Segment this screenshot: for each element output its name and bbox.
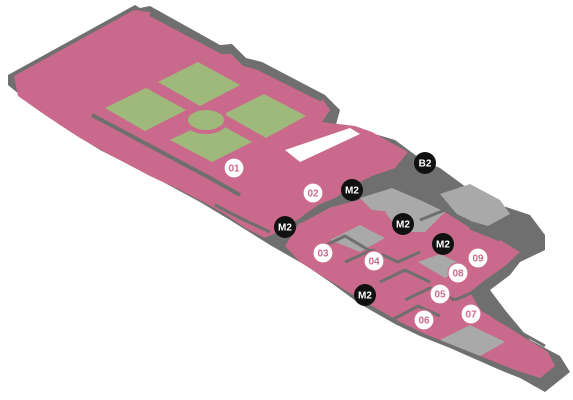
garden-top <box>158 62 240 106</box>
room-marker-05[interactable]: 05 <box>429 283 451 305</box>
plaza-inner-wall-mid <box>214 203 271 234</box>
room-marker-label: 06 <box>418 316 430 327</box>
room-marker-02[interactable]: 02 <box>302 182 324 204</box>
garden-left <box>105 88 186 131</box>
white-walkway <box>285 128 360 162</box>
room-marker-04[interactable]: 04 <box>363 250 385 272</box>
service-marker-label: M2 <box>396 220 410 231</box>
room-marker-09[interactable]: 09 <box>467 247 489 269</box>
plaza-inner-wall-top <box>149 12 323 102</box>
room-marker-label: 09 <box>472 254 484 265</box>
service-marker-label: B2 <box>419 159 432 170</box>
room-marker-label: 07 <box>465 310 477 321</box>
room-marker-08[interactable]: 08 <box>447 262 469 284</box>
garden-right <box>224 94 306 138</box>
service-marker-label: M2 <box>278 223 292 234</box>
grey-room-c <box>440 184 510 226</box>
service-marker-m2[interactable]: M2 <box>274 216 296 238</box>
plaza-inner-wall-left <box>91 113 241 197</box>
garden-bottom <box>170 120 252 162</box>
garden <box>105 62 306 162</box>
room-marker-label: 03 <box>317 249 329 260</box>
service-marker-m2[interactable]: M2 <box>341 179 363 201</box>
room-marker-label: 08 <box>452 269 464 280</box>
room-marker-label: 02 <box>307 189 319 200</box>
service-marker-label: M2 <box>345 186 359 197</box>
service-marker-m2[interactable]: M2 <box>432 233 454 255</box>
service-marker-m2[interactable]: M2 <box>392 213 414 235</box>
service-marker-b2[interactable]: B2 <box>414 152 436 174</box>
service-marker-label: M2 <box>358 291 372 302</box>
room-marker-07[interactable]: 07 <box>460 303 482 325</box>
grey-room-d <box>330 225 385 252</box>
grey-room-f <box>440 325 505 356</box>
service-marker-label: M2 <box>436 240 450 251</box>
room-marker-label: 01 <box>228 164 240 175</box>
room-marker-06[interactable]: 06 <box>413 309 435 331</box>
room-marker-label: 05 <box>434 290 446 301</box>
garden-fountain <box>184 106 228 134</box>
service-marker-m2[interactable]: M2 <box>354 284 376 306</box>
room-marker-01[interactable]: 01 <box>223 157 245 179</box>
room-marker-03[interactable]: 03 <box>312 242 334 264</box>
room-marker-label: 04 <box>368 257 380 268</box>
